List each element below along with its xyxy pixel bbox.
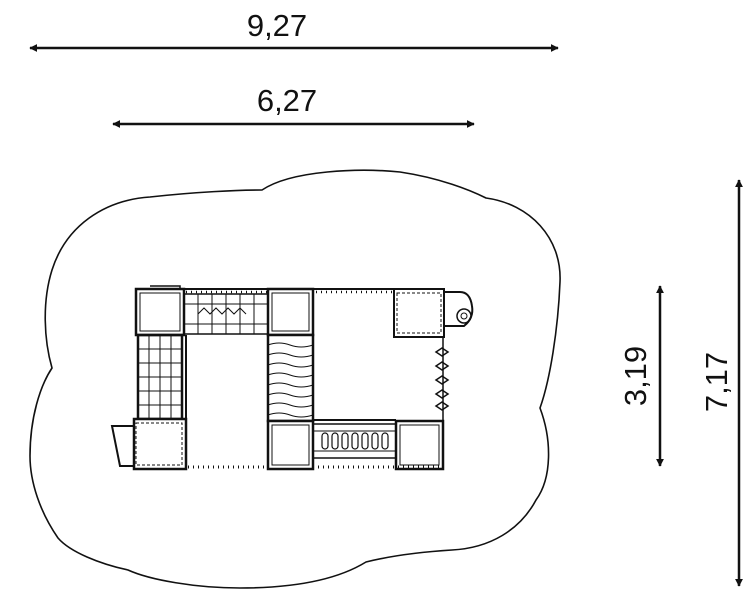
overall-depth-dimension: 7,17 <box>699 179 743 587</box>
play-equipment <box>110 285 474 471</box>
platform-top-left <box>134 287 186 337</box>
safety-zone-outline <box>29 169 561 589</box>
rope-bridge <box>183 293 269 335</box>
platform-bottom-left-inner <box>135 422 183 466</box>
equipment-depth-dimension: 3,19 <box>618 285 664 467</box>
platform-bottom-right-inner <box>399 424 440 466</box>
platform-bottom-middle <box>266 419 315 471</box>
equipment-depth-label: 3,19 <box>618 346 653 406</box>
equipment-width-label: 6,27 <box>257 83 317 118</box>
platform-bottom-middle-inner <box>271 424 310 466</box>
platform-top-left-inner <box>139 292 181 332</box>
climbing-grips <box>434 347 450 411</box>
platform-top-right <box>393 288 445 338</box>
platform-top-middle <box>266 287 315 337</box>
platform-bottom-right <box>394 419 445 471</box>
slide-left <box>110 425 134 467</box>
wavy-bridge <box>266 333 315 423</box>
roof-tab <box>150 285 181 290</box>
platform-bottom-left <box>132 417 188 471</box>
equipment-width-dimension: 6,27 <box>112 83 475 128</box>
platform-top-middle-inner <box>271 292 310 332</box>
overall-depth-label: 7,17 <box>699 352 734 412</box>
tube-slide <box>444 291 474 327</box>
platform-top-right-inner <box>396 292 442 334</box>
overall-width-label: 9,27 <box>247 8 307 43</box>
overall-width-dimension: 9,27 <box>29 8 559 52</box>
climbing-net <box>136 333 184 421</box>
rung-bridge <box>312 423 397 459</box>
